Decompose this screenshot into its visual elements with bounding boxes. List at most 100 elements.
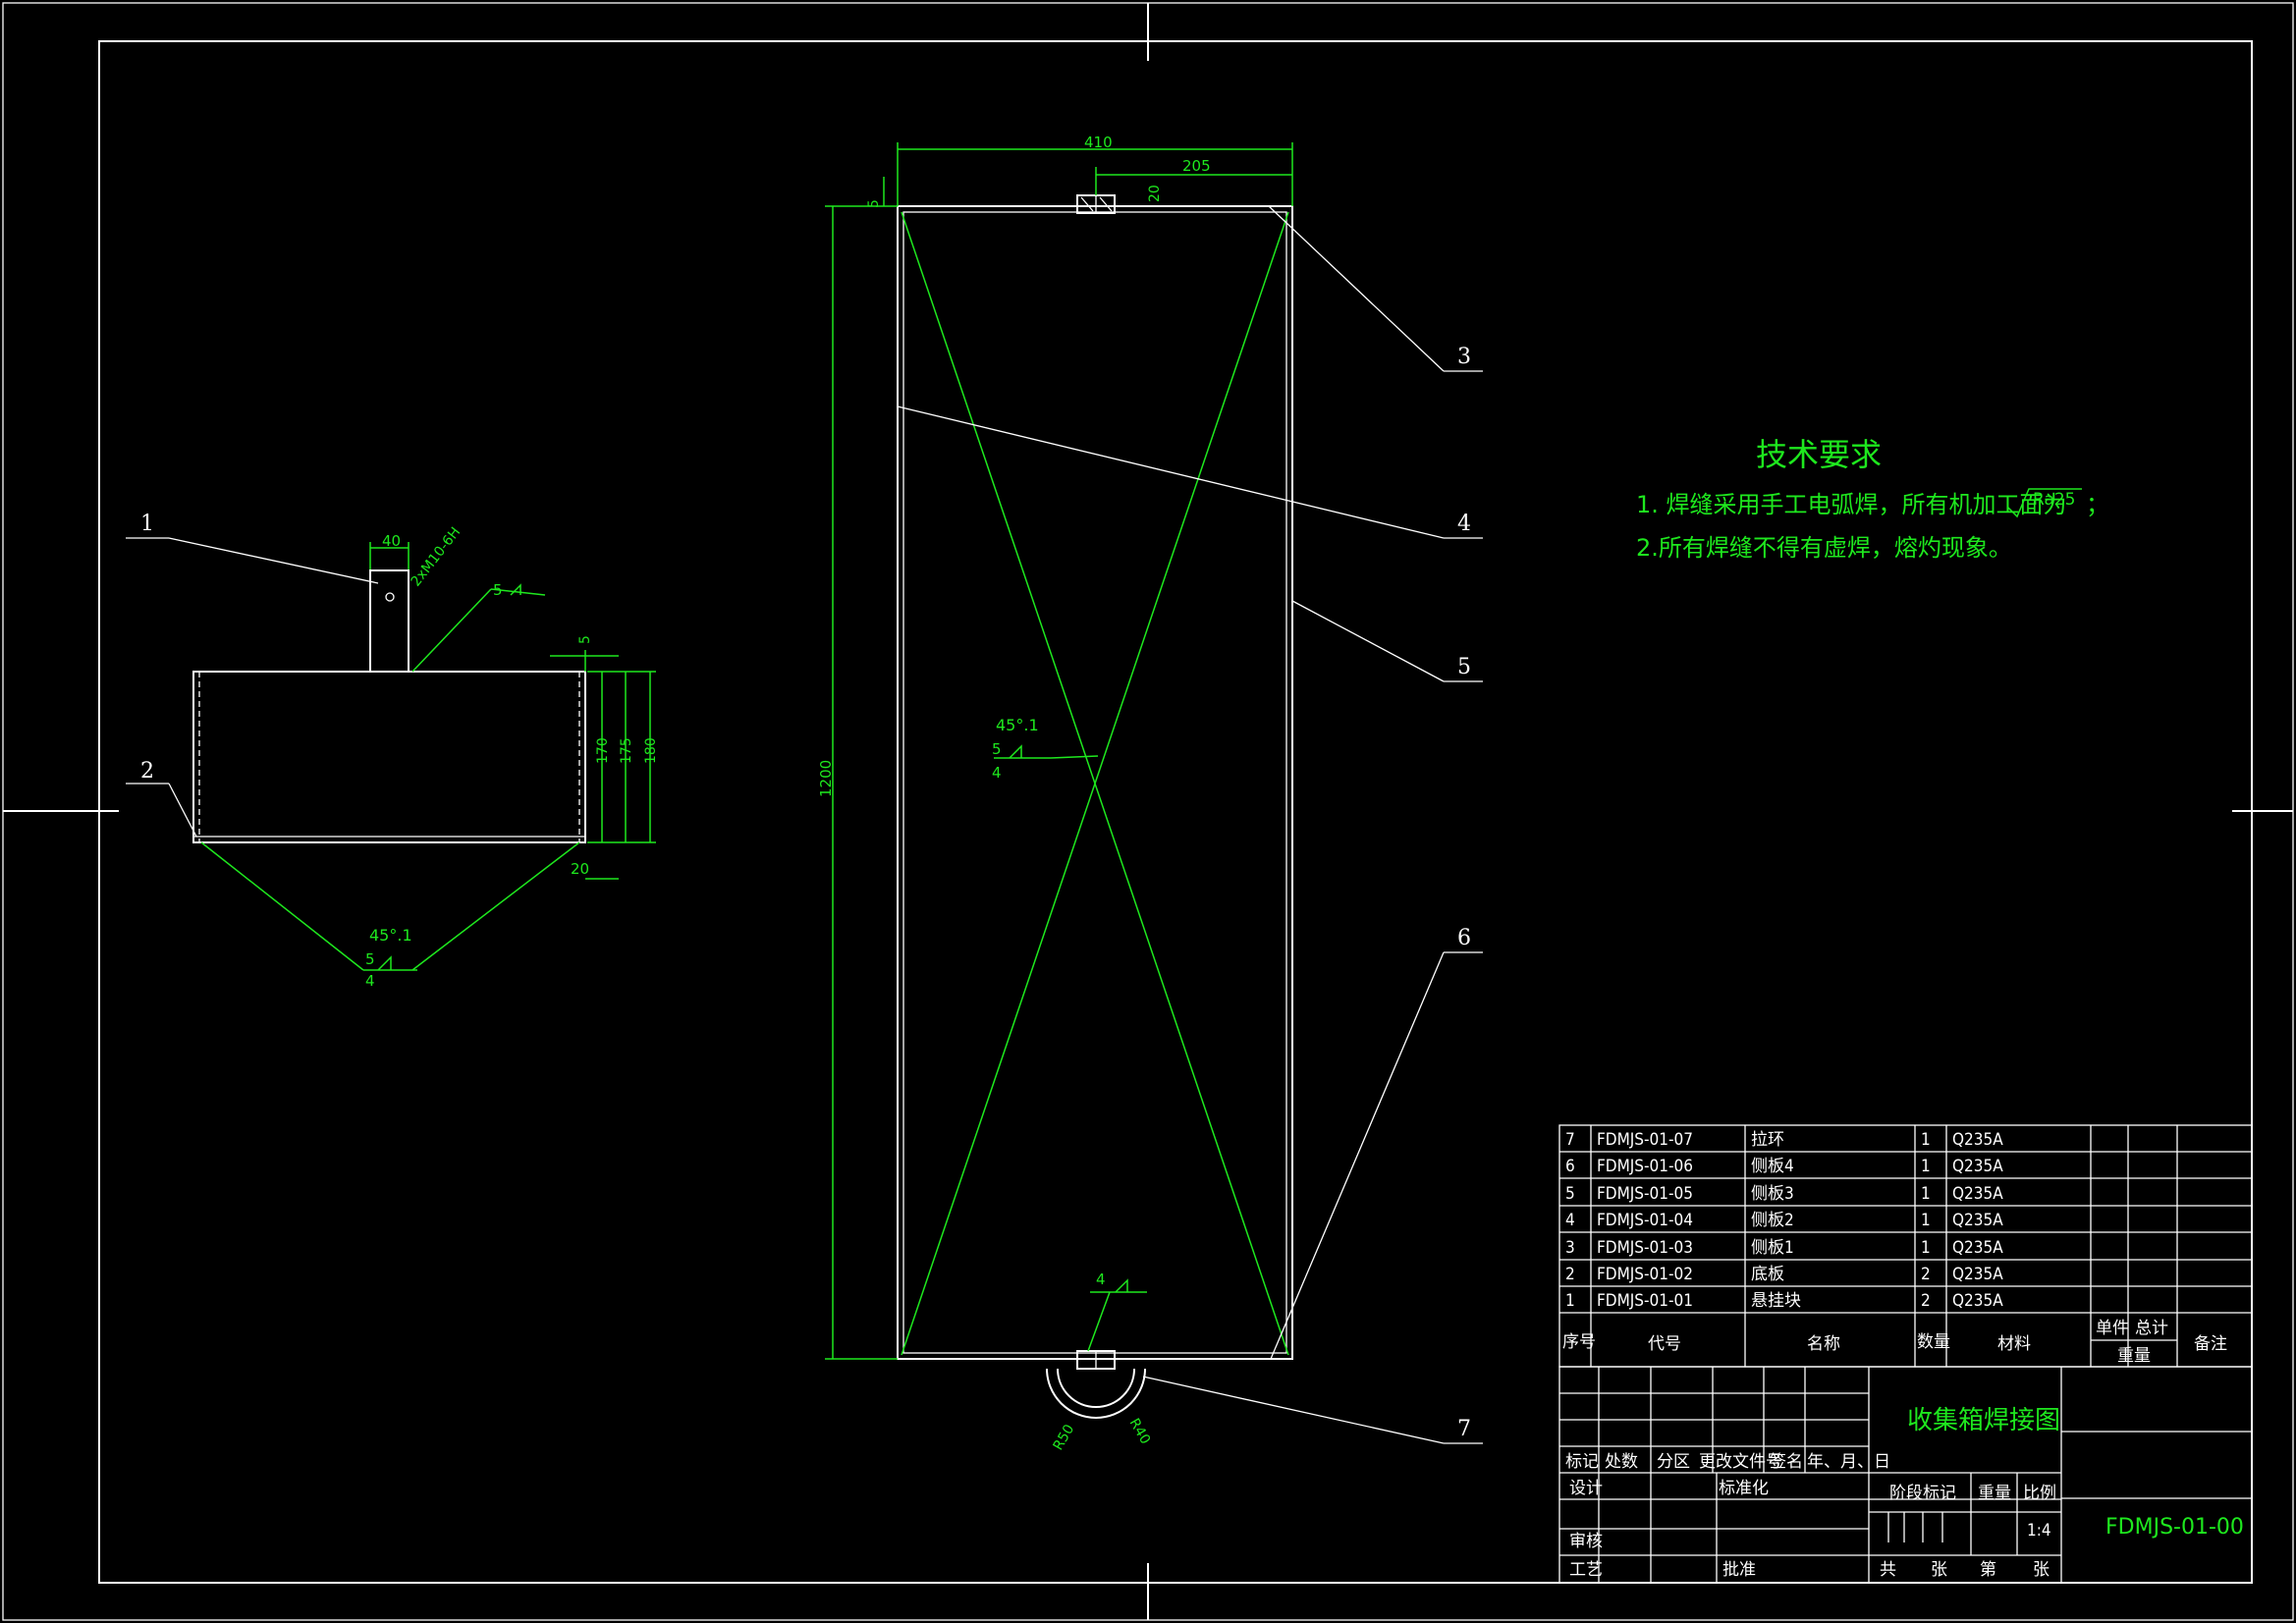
- bom-row: 7 FDMJS-01-07 拉环 1 Q235A: [1565, 1130, 2003, 1150]
- svg-text:FDMJS-01-02: FDMJS-01-02: [1597, 1265, 1693, 1284]
- side-view: [126, 537, 656, 971]
- svg-text:FDMJS-01-04: FDMJS-01-04: [1597, 1211, 1693, 1230]
- svg-text:1:4: 1:4: [2027, 1521, 2051, 1541]
- svg-text:180: 180: [643, 737, 659, 764]
- svg-text:45°.1: 45°.1: [369, 926, 412, 945]
- bom-row: 2 FDMJS-01-02 底板 2 Q235A: [1565, 1265, 2003, 1284]
- svg-text:Q235A: Q235A: [1952, 1157, 2003, 1176]
- svg-text:7: 7: [1457, 1417, 1471, 1441]
- svg-text:工艺: 工艺: [1569, 1560, 1603, 1580]
- svg-text:FDMJS-01-01: FDMJS-01-01: [1597, 1291, 1693, 1311]
- svg-text:4: 4: [365, 972, 375, 990]
- svg-text:1: 1: [1921, 1238, 1931, 1258]
- svg-text:1: 1: [1921, 1184, 1931, 1204]
- svg-text:批准: 批准: [1722, 1560, 1756, 1580]
- svg-text:Q235A: Q235A: [1952, 1238, 2003, 1258]
- svg-text:签名: 签名: [1770, 1452, 1803, 1472]
- svg-text:1: 1: [1921, 1130, 1931, 1150]
- svg-text:总计: 总计: [2135, 1319, 2168, 1338]
- svg-text:名称: 名称: [1807, 1334, 1840, 1354]
- svg-text:205: 205: [1182, 157, 1211, 175]
- svg-text:1: 1: [1921, 1157, 1931, 1176]
- svg-text:比例: 比例: [2023, 1484, 2056, 1503]
- side-view-labels: 1 2 40 2xM10-6H 5 5 170 175 180 20 45°.1…: [140, 512, 659, 990]
- svg-text:侧板2: 侧板2: [1751, 1211, 1794, 1230]
- svg-text:单件: 单件: [2096, 1319, 2129, 1338]
- svg-text:1: 1: [1565, 1291, 1575, 1311]
- svg-text:5: 5: [365, 950, 375, 968]
- tech-line-2: 2.所有焊缝不得有虚焊，熔灼现象。: [1636, 534, 2012, 562]
- svg-text:5: 5: [992, 740, 1002, 758]
- svg-text:2: 2: [1921, 1265, 1931, 1284]
- title-block-labels: 收集箱焊接图 FDMJS-01-00 标记 处数 分区 更改文件号 签名 年、月…: [1565, 1406, 2244, 1580]
- svg-text:4: 4: [1457, 512, 1471, 536]
- svg-text:2: 2: [140, 759, 154, 784]
- svg-text:5: 5: [1565, 1184, 1575, 1204]
- svg-text:Q235A: Q235A: [1952, 1265, 2003, 1284]
- svg-text:Q235A: Q235A: [1952, 1211, 2003, 1230]
- svg-text:4: 4: [1565, 1211, 1575, 1230]
- bom-row: 6 FDMJS-01-06 侧板4 1 Q235A: [1565, 1157, 2003, 1176]
- roughness-symbol: [2006, 488, 2082, 518]
- svg-text:4: 4: [1096, 1271, 1106, 1288]
- bom-table: [1558, 1124, 2253, 1368]
- bom-row: 4 FDMJS-01-04 侧板2 1 Q235A: [1565, 1211, 2003, 1230]
- front-view: [825, 142, 1483, 1444]
- svg-text:重量: 重量: [1978, 1484, 2011, 1503]
- tech-line-1: 1. 焊缝采用手工电弧焊，所有机加工面为: [1636, 491, 2067, 518]
- svg-text:共: 共: [1880, 1560, 1896, 1580]
- svg-text:2xM10-6H: 2xM10-6H: [409, 524, 465, 589]
- svg-text:R40: R40: [1126, 1416, 1154, 1447]
- drawing-title: 收集箱焊接图: [1907, 1406, 2060, 1435]
- svg-text:标准化: 标准化: [1719, 1479, 1769, 1498]
- drawing-number: FDMJS-01-00: [2105, 1515, 2244, 1540]
- svg-text:重量: 重量: [2117, 1346, 2151, 1366]
- svg-text:410: 410: [1084, 134, 1113, 151]
- svg-text:2: 2: [1565, 1265, 1575, 1284]
- svg-text:序号: 序号: [1562, 1332, 1596, 1352]
- svg-text:FDMJS-01-05: FDMJS-01-05: [1597, 1184, 1693, 1204]
- svg-text:R50: R50: [1051, 1422, 1078, 1453]
- svg-text:侧板1: 侧板1: [1751, 1238, 1794, 1258]
- svg-text:6: 6: [1457, 926, 1471, 950]
- svg-text:第: 第: [1980, 1560, 1996, 1580]
- svg-text:更改文件号: 更改文件号: [1699, 1452, 1782, 1472]
- svg-text:Ra25: Ra25: [2033, 490, 2076, 510]
- svg-text:底板: 底板: [1751, 1265, 1784, 1284]
- svg-text:备注: 备注: [2194, 1334, 2227, 1354]
- svg-text:审核: 审核: [1569, 1532, 1603, 1551]
- front-view-labels: 410 205 5 20 1200 45°.1 5 4 4 R50 R40 3 …: [817, 134, 1471, 1453]
- bom-row: 3 FDMJS-01-03 侧板1 1 Q235A: [1565, 1238, 2003, 1258]
- svg-text:5: 5: [577, 635, 593, 644]
- svg-text:1: 1: [140, 512, 154, 536]
- bom-row: 1 FDMJS-01-01 悬挂块 2 Q235A: [1565, 1291, 2003, 1311]
- svg-text:；: ；: [2086, 491, 2109, 518]
- svg-text:FDMJS-01-06: FDMJS-01-06: [1597, 1157, 1693, 1176]
- svg-text:张: 张: [1931, 1560, 1947, 1580]
- svg-text:材料: 材料: [1997, 1334, 2031, 1354]
- centering-marks: [3, 3, 2293, 1620]
- svg-text:Q235A: Q235A: [1952, 1130, 2003, 1150]
- svg-text:Q235A: Q235A: [1952, 1184, 2003, 1204]
- bom-rows: 7 FDMJS-01-07 拉环 1 Q235A 6 FDMJS-01-06 侧…: [1562, 1130, 2227, 1366]
- svg-text:FDMJS-01-07: FDMJS-01-07: [1597, 1130, 1693, 1150]
- svg-text:3: 3: [1565, 1238, 1575, 1258]
- svg-text:6: 6: [1565, 1157, 1575, 1176]
- svg-text:处数: 处数: [1605, 1452, 1638, 1472]
- technical-requirements: 技术要求 1. 焊缝采用手工电弧焊，所有机加工面为 Ra25 ； 2.所有焊缝不…: [1636, 436, 2109, 562]
- svg-text:拉环: 拉环: [1751, 1130, 1784, 1150]
- svg-text:20: 20: [571, 860, 589, 878]
- svg-text:侧板3: 侧板3: [1751, 1184, 1794, 1204]
- bom-header: 序号 代号 名称 数量 材料 单件 总计 重量 备注: [1562, 1319, 2227, 1366]
- svg-text:7: 7: [1565, 1130, 1575, 1150]
- svg-text:4: 4: [992, 764, 1002, 782]
- svg-text:1: 1: [1921, 1211, 1931, 1230]
- svg-text:Q235A: Q235A: [1952, 1291, 2003, 1311]
- tech-title: 技术要求: [1756, 436, 1882, 473]
- svg-text:1200: 1200: [817, 760, 835, 797]
- svg-text:45°.1: 45°.1: [996, 716, 1039, 734]
- svg-text:FDMJS-01-03: FDMJS-01-03: [1597, 1238, 1693, 1258]
- svg-text:年、月、日: 年、月、日: [1807, 1452, 1890, 1472]
- svg-text:张: 张: [2033, 1560, 2050, 1580]
- svg-text:阶段标记: 阶段标记: [1889, 1484, 1956, 1503]
